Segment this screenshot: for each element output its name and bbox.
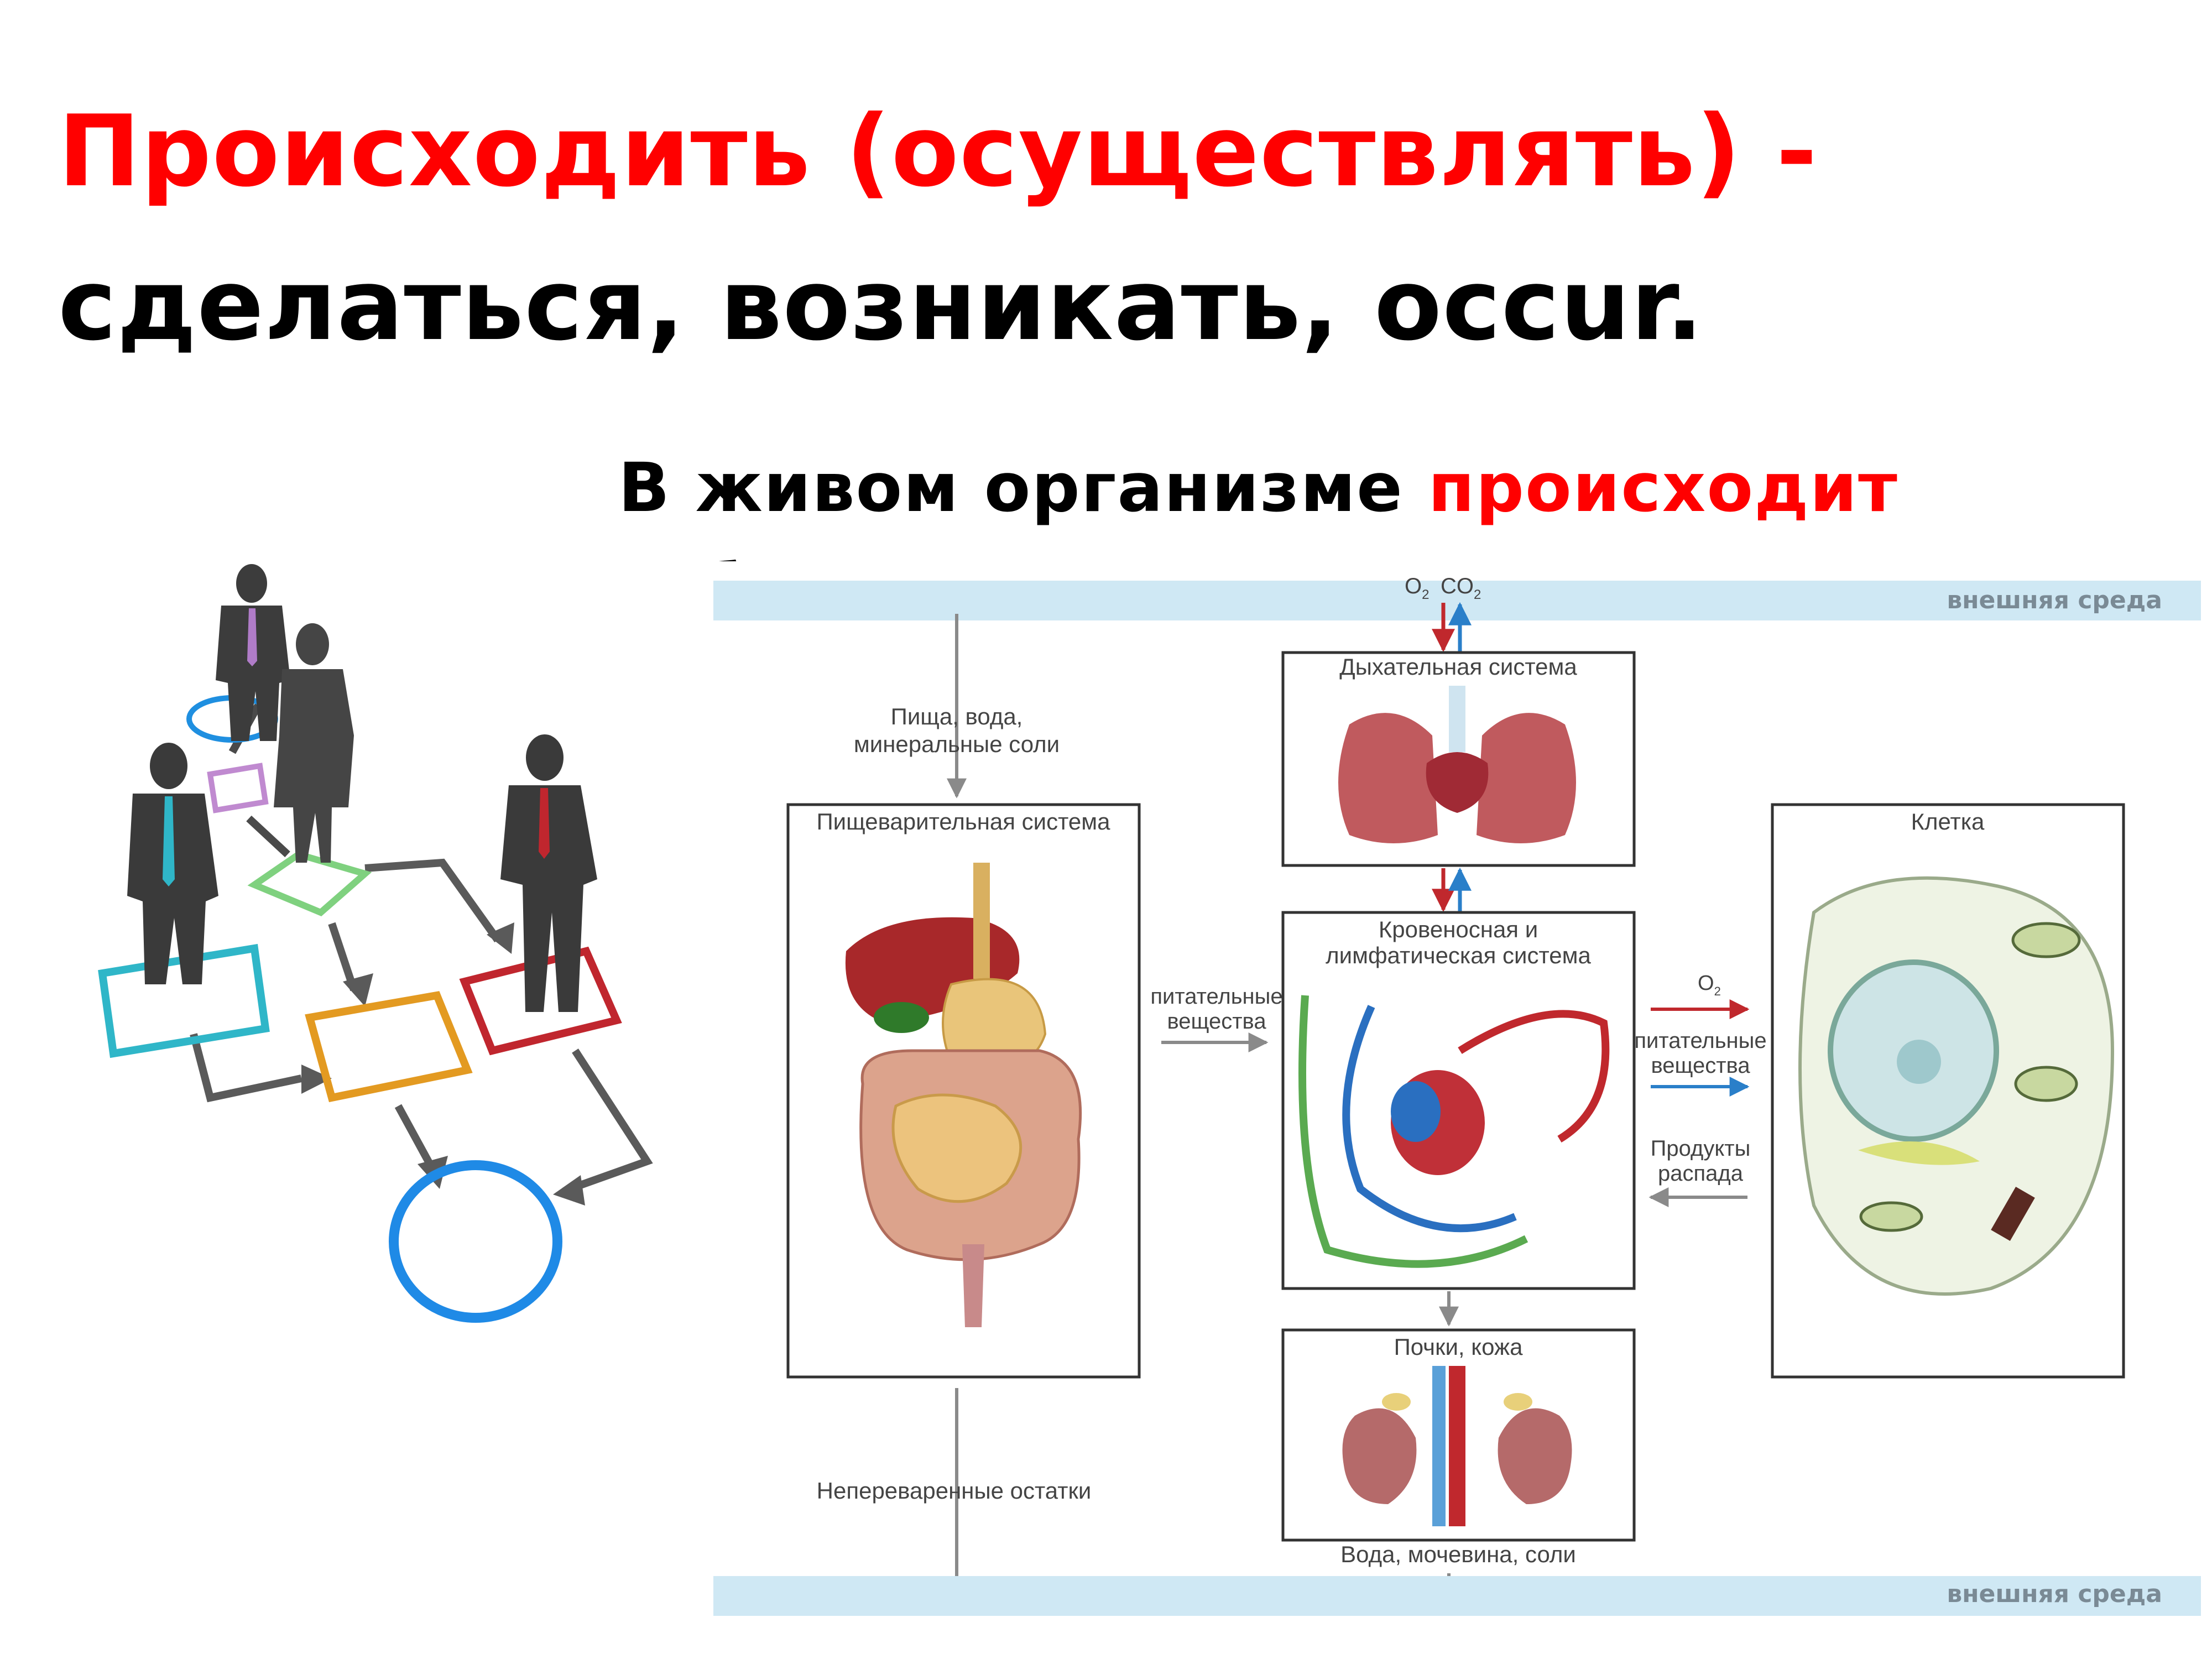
co2-label: CO2 xyxy=(1441,574,1481,602)
env-label-top: внешняя среда xyxy=(1947,586,2162,614)
circulatory-label-line1: Кровеносная и xyxy=(1379,916,1538,942)
circulatory-label-line2: лимфатическая система xyxy=(1326,942,1591,968)
cell-label: Клетка xyxy=(1911,808,1985,834)
food-label-line1: Пища, вода, xyxy=(891,703,1023,729)
respiratory-system-label: Дыхательная система xyxy=(1339,654,1577,680)
o2-label: O2 xyxy=(1405,574,1429,602)
digestive-system-label: Пищеварительная система xyxy=(816,808,1110,834)
decay-label-line2: распада xyxy=(1658,1161,1744,1186)
cell-nutrients-line2: вещества xyxy=(1651,1053,1750,1078)
decay-label-line1: Продукты xyxy=(1651,1136,1751,1161)
cell-illustration xyxy=(1800,878,2112,1294)
undigested-label: Непереваренные остатки xyxy=(817,1478,1092,1504)
env-label-bottom: внешняя среда xyxy=(1947,1580,2162,1608)
nutrients-label-line2: вещества xyxy=(1167,1009,1266,1034)
kidneys-label: Почки, кожа xyxy=(1394,1334,1524,1360)
cell-nutrients-line1: питательные xyxy=(1634,1029,1766,1053)
food-label-line2: минеральные соли xyxy=(854,731,1060,757)
cell-o2-label: O2 xyxy=(1698,972,1721,998)
nutrients-label-line1: питательные xyxy=(1150,984,1282,1009)
excretion-label: Вода, мочевина, соли xyxy=(1340,1541,1576,1567)
